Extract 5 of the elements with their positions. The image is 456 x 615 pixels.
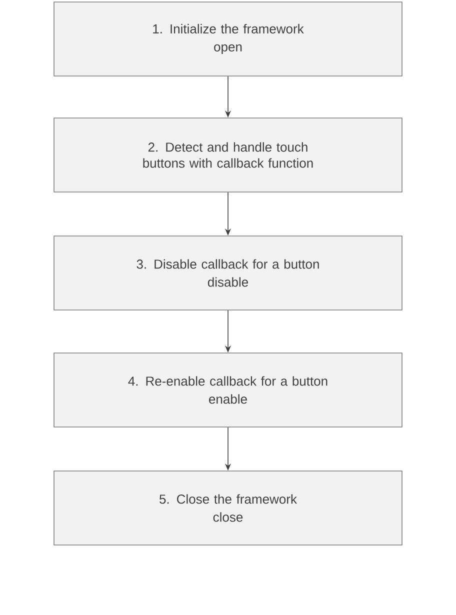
process-box: 3. Disable callback for a button disable bbox=[54, 236, 402, 310]
process-box: 1. Initialize the framework open bbox=[54, 2, 402, 76]
process-box: 4. Re-enable callback for a button enable bbox=[54, 352, 402, 428]
process-box: 2. Detect and handle touch buttons with callback function bbox=[54, 118, 402, 192]
process-box: 5. Close the framework close bbox=[54, 470, 402, 546]
